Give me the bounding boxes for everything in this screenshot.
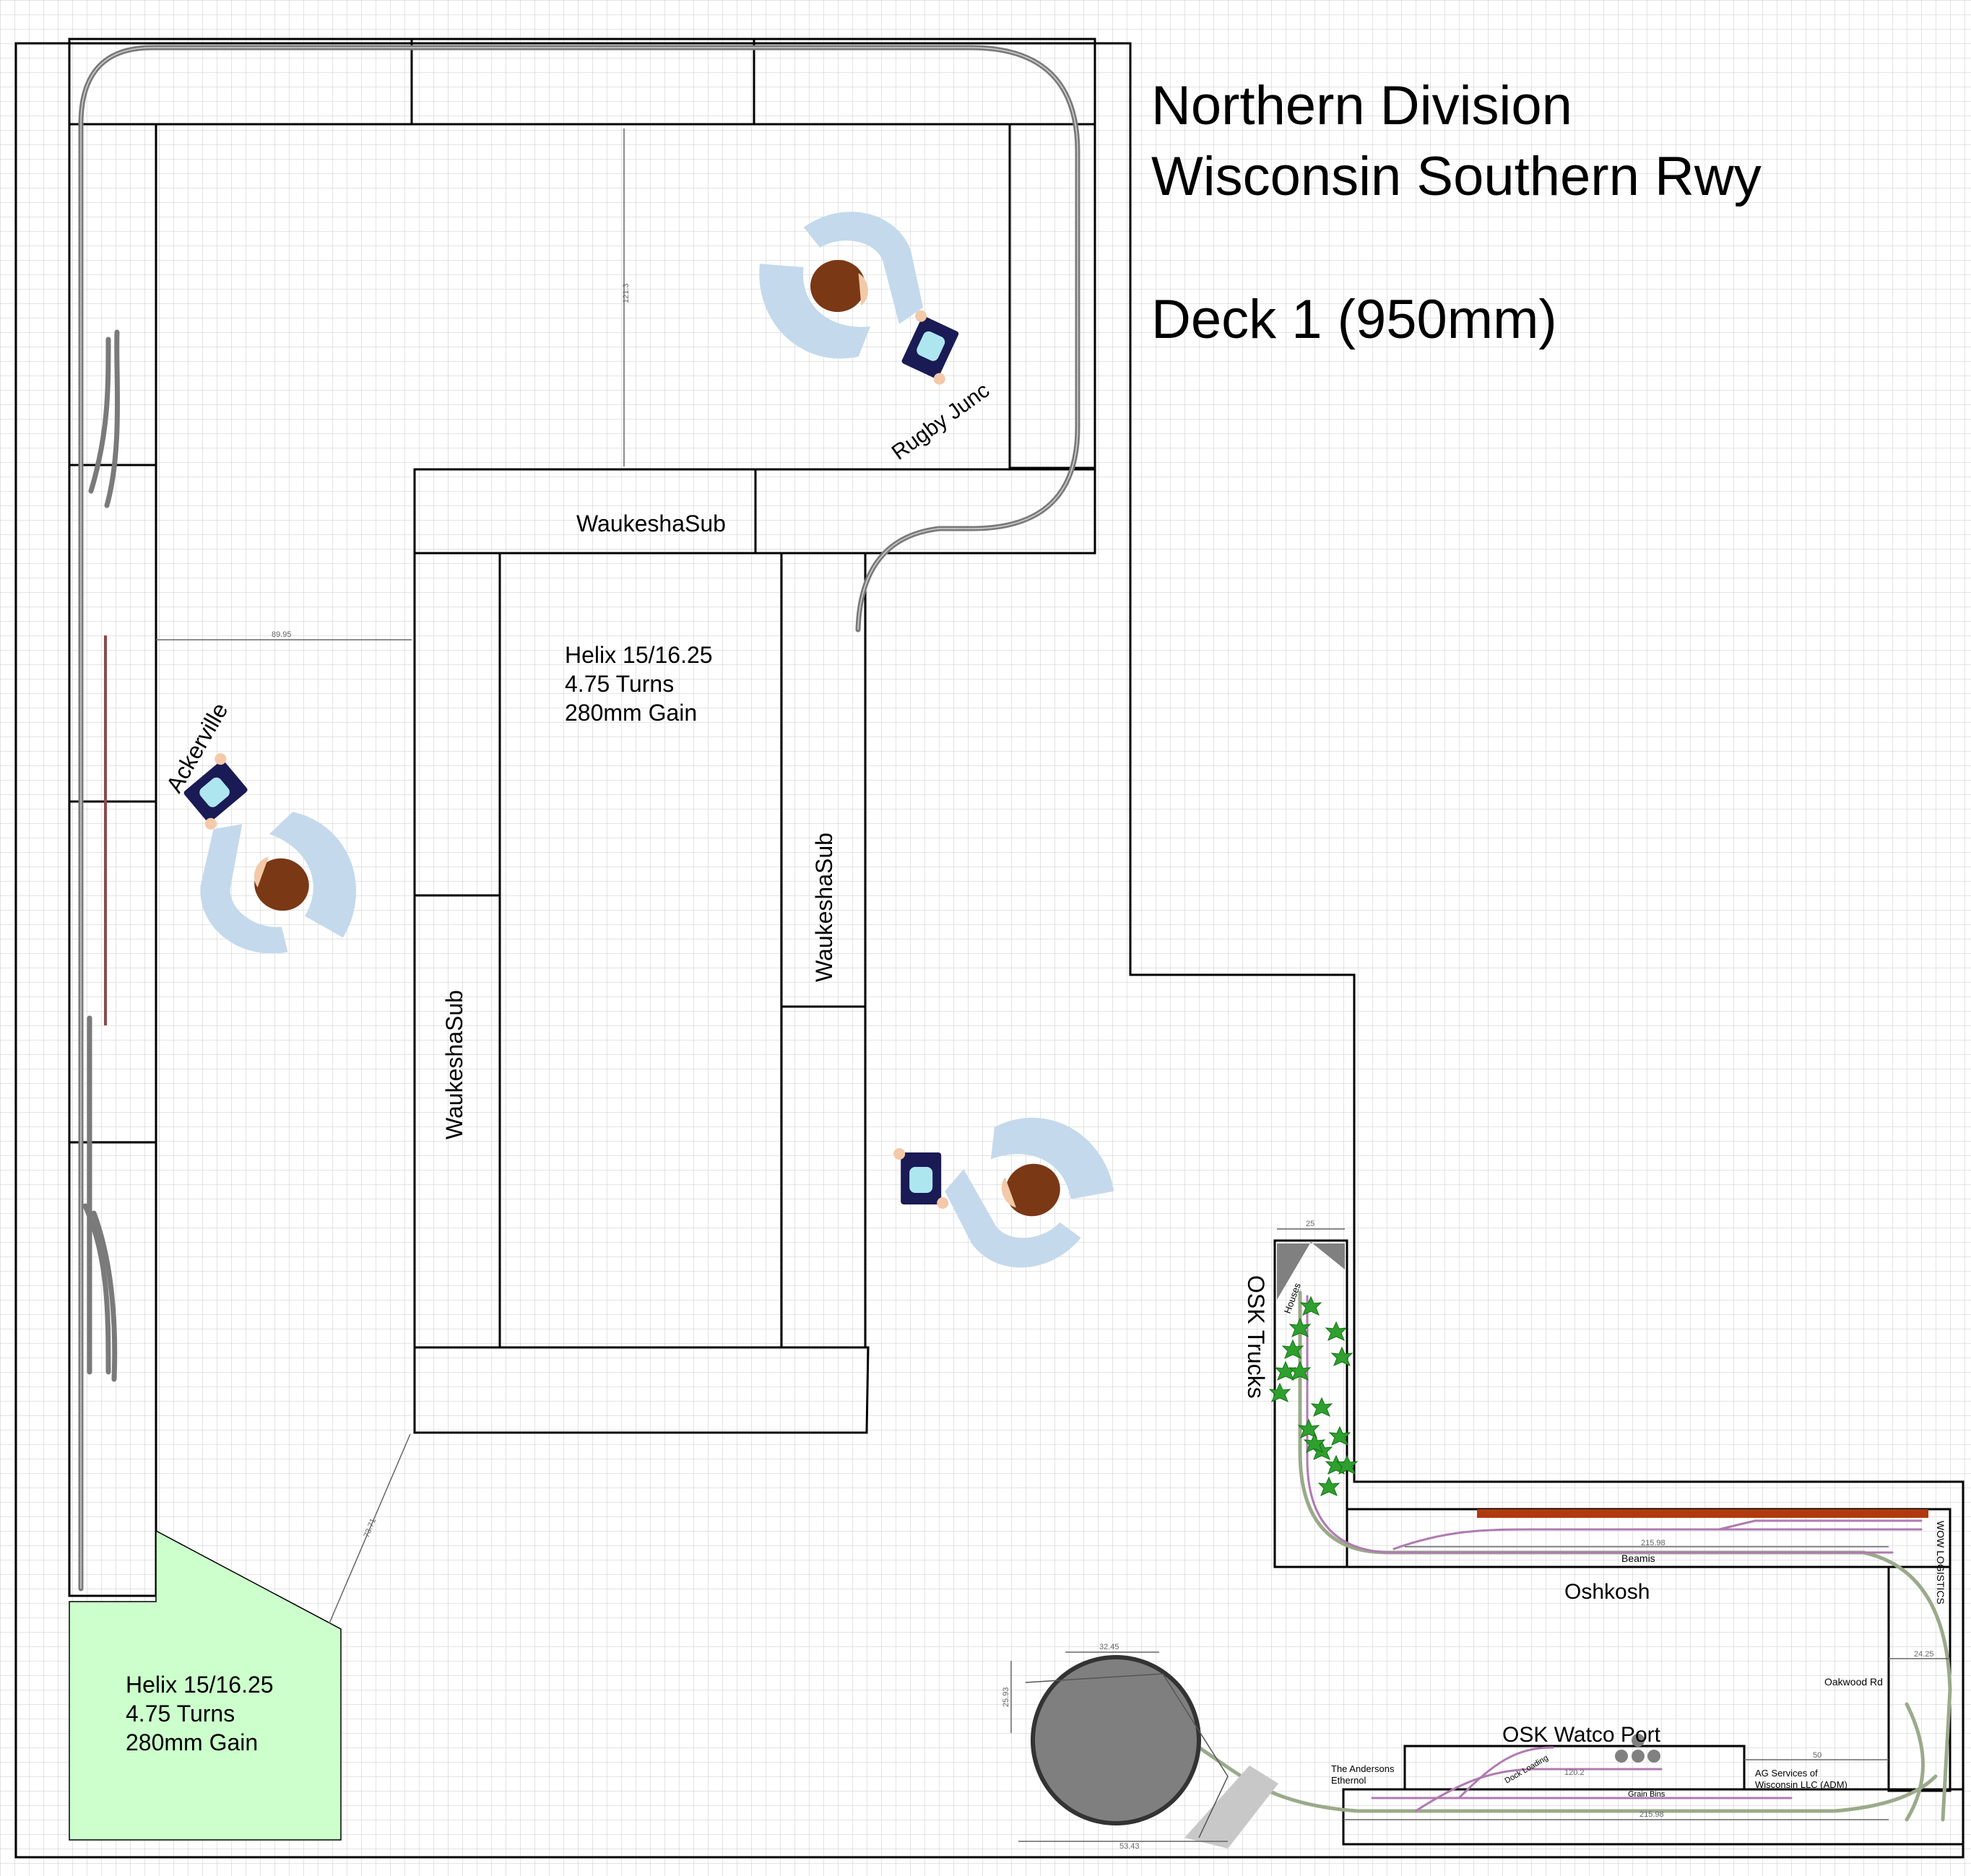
building-port-wedge	[1184, 1766, 1278, 1849]
helix-center-line1: Helix 15/16.25	[565, 642, 713, 668]
dim-121: 121.3	[622, 283, 631, 303]
label-ag-services-line1: AG Services of	[1755, 1768, 1818, 1779]
label-grain-bins: Grain Bins	[1628, 1790, 1665, 1799]
benchwork	[68, 38, 1964, 1846]
dim-215-a: 215.98	[1641, 1539, 1665, 1547]
grain-bins	[1615, 1734, 1660, 1763]
title-line1: Northern Division	[1151, 75, 1572, 136]
dim-89: 89.95	[272, 630, 292, 639]
helix-center-line3: 280mm Gain	[565, 700, 697, 726]
dim-32: 32.45	[1099, 1643, 1119, 1651]
label-oakwood-rd: Oakwood Rd	[1824, 1676, 1883, 1688]
label-beamis: Beamis	[1621, 1553, 1655, 1564]
label-ag-services-line2: Wisconsin LLC (ADM)	[1755, 1779, 1847, 1790]
track-rails	[80, 47, 1078, 1589]
dim-120: 120.2	[1564, 1768, 1585, 1777]
dim-25-9: 25.93	[1002, 1687, 1010, 1707]
label-andersons-line1: The Andersons	[1331, 1763, 1395, 1774]
helix-corner-line3: 280mm Gain	[126, 1729, 258, 1755]
turntable	[1025, 1655, 1229, 1838]
label-oshkosh: Oshkosh	[1564, 1580, 1650, 1604]
dim-50: 50	[1813, 1751, 1821, 1760]
label-waukesha-sub-top: WaukeshaSub	[576, 511, 726, 537]
label-andersons-line2: Ethernol	[1331, 1775, 1366, 1786]
helix-corner-line2: 4.75 Turns	[126, 1701, 235, 1727]
building-beamis	[1477, 1509, 1928, 1518]
label-wow-logistics: WOW LOGISTICS	[1935, 1521, 1946, 1604]
dim-25: 25	[1306, 1220, 1314, 1228]
helix-corner-line1: Helix 15/16.25	[126, 1672, 274, 1698]
title-line2: Wisconsin Southern Rwy	[1151, 146, 1762, 207]
helix-center-line2: 4.75 Turns	[565, 671, 674, 697]
corner-helix	[69, 1529, 342, 1841]
label-osk-watco-port: OSK Watco Port	[1502, 1723, 1661, 1747]
title-line3: Deck 1 (950mm)	[1151, 289, 1557, 350]
label-osk-trucks: OSK Trucks	[1243, 1275, 1269, 1399]
room-outline	[14, 42, 1964, 1859]
dimension-lines	[156, 129, 1950, 1842]
dim-53: 53.43	[1119, 1842, 1140, 1851]
dim-24: 24.25	[1914, 1650, 1934, 1659]
label-waukesha-sub-right: WaukeshaSub	[811, 833, 837, 982]
building-houses-roof	[1277, 1242, 1345, 1300]
dim-215-b: 215.98	[1639, 1810, 1664, 1819]
oshkosh-track	[1197, 1290, 1952, 1822]
label-waukesha-sub-left: WaukeshaSub	[441, 990, 467, 1139]
